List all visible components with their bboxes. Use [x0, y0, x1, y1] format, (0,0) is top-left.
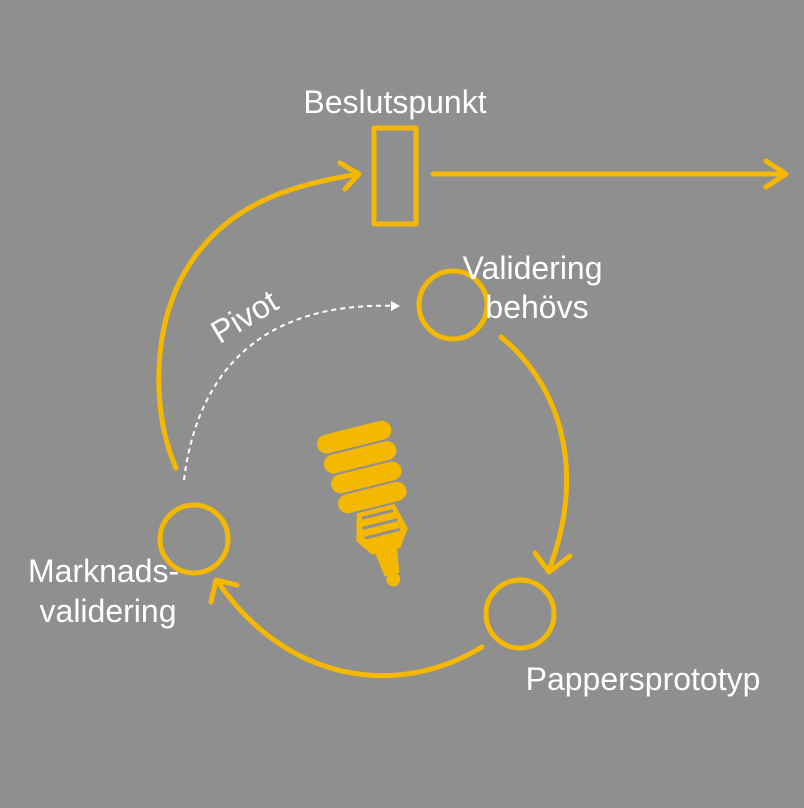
decision-point-label: Beslutspunkt — [303, 84, 486, 120]
lightbulb-icon — [317, 420, 408, 587]
validation-needed-line-2: behövs — [485, 289, 588, 325]
pivot-label: Pivot — [205, 283, 285, 351]
validation-needed-label: Validering behövs — [463, 250, 612, 325]
exit-arrowhead — [763, 158, 789, 190]
market-validation-line-2: validering — [40, 593, 177, 629]
market-validation-line-1: Marknads- — [28, 553, 179, 589]
market-to-decision-arrowhead — [337, 160, 362, 192]
prototype-to-market-arrowhead — [208, 577, 240, 605]
validation-needed-node — [416, 268, 490, 342]
market-to-decision-arrow — [156, 171, 361, 471]
paper-prototype-node — [483, 577, 557, 651]
market-validation-node — [157, 502, 231, 576]
validation-to-prototype-arrow — [498, 334, 570, 573]
market-validation-label: Marknads- validering — [28, 553, 188, 629]
validation-to-prototype-arrowhead — [532, 550, 573, 575]
validation-needed-line-1: Validering — [463, 250, 603, 286]
decision-point-box — [371, 125, 419, 227]
prototype-to-market-arrow — [215, 579, 485, 679]
paper-prototype-label: Pappersprototyp — [526, 661, 761, 697]
pivot-arrowhead — [391, 301, 400, 311]
pivot-arrow — [183, 304, 399, 481]
